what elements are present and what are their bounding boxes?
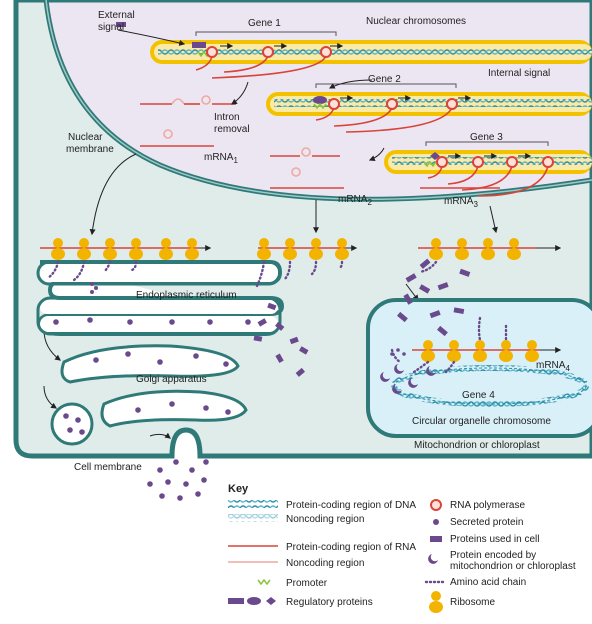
key-regulatory: Regulatory proteins: [286, 597, 373, 608]
er-label: Endoplasmic reticulum: [136, 290, 237, 301]
gene4-label: Gene 4: [462, 390, 495, 401]
key-title: Key: [228, 483, 249, 495]
circular-chromosome-label: Circular organelle chromosome: [412, 416, 551, 427]
mrna-translation-lines: [40, 247, 540, 351]
vesicle: [50, 402, 94, 446]
key: Key Protein-coding region of DNA Noncodi…: [228, 483, 576, 613]
internal-signal-label: Internal signal: [488, 68, 550, 79]
key-regulatory-swatch: [228, 597, 276, 605]
mitochondrion: [366, 298, 592, 438]
pre-mrna-2: [270, 147, 344, 189]
nuclear-membrane-label-2: membrane: [66, 144, 114, 155]
key-ribosome: Ribosome: [450, 597, 495, 608]
golgi-apparatus: [60, 344, 248, 428]
mrna1-label: mRNA1: [204, 152, 238, 165]
nascent-rna: [195, 55, 549, 197]
nuclear-membrane-label-1: Nuclear: [68, 132, 103, 143]
chromosome-3: [384, 150, 592, 174]
key-promoter: Promoter: [286, 578, 328, 589]
pre-mrna-1: [140, 95, 236, 147]
cell-membrane-label: Cell membrane: [74, 462, 142, 473]
key-protein-coding-rna: Protein-coding region of RNA: [286, 542, 416, 553]
external-signal-label-1: External: [98, 10, 135, 21]
key-protein-coding-dna: Protein-coding region of DNA: [286, 500, 416, 511]
key-secreted-swatch: [433, 519, 439, 525]
gene2-label: Gene 2: [368, 74, 401, 85]
key-ribosome-swatch: [429, 591, 443, 613]
key-encoded-swatch: [428, 554, 438, 564]
key-amino-chain: Amino acid chain: [450, 577, 526, 588]
key-dna-swatch: [228, 500, 278, 508]
mrna2-label: mRNA2: [338, 194, 372, 207]
chromosome-1: [150, 40, 592, 64]
intron-removal-label-1: Intron: [214, 112, 240, 123]
secreted-proteins: [53, 282, 251, 501]
intron-removal-label-2: removal: [214, 124, 250, 135]
organelle-proteins: [380, 348, 436, 394]
gene3-label: Gene 3: [470, 132, 503, 143]
amino-acid-chains: [46, 260, 508, 374]
key-secreted: Secreted protein: [450, 517, 523, 528]
chromosome-2: [266, 92, 592, 116]
er-fill: [40, 264, 278, 332]
key-used-in-cell: Proteins used in cell: [450, 534, 540, 545]
gene1-label: Gene 1: [248, 18, 281, 29]
nuclear-chromosomes-label: Nuclear chromosomes: [366, 16, 466, 27]
er-outline: [36, 260, 282, 336]
transcription-arrows: [220, 43, 532, 159]
key-rna-polymerase: RNA polymerase: [450, 500, 525, 511]
key-used-swatch: [430, 536, 442, 542]
mrna4-label: mRNA4: [536, 360, 570, 373]
external-signal-label-2: signal: [98, 22, 124, 33]
mito-label: Mitochondrion or chloroplast: [414, 440, 540, 451]
key-noncoding-dna-swatch: [228, 514, 278, 522]
key-noncoding-rna: Noncoding region: [286, 558, 364, 569]
key-promoter-swatch: [257, 578, 271, 586]
mrna3-label: mRNA3: [444, 196, 478, 209]
regulatory-proteins: [116, 22, 440, 160]
golgi-label: Golgi apparatus: [136, 374, 207, 385]
key-polymerase-swatch: [430, 499, 442, 511]
rna-polymerases: [206, 46, 554, 168]
labels: External signal Gene 1 Nuclear chromosom…: [66, 10, 570, 473]
key-encoded-2: mitochondrion or chloroplast: [450, 561, 576, 572]
cell-proteins: [253, 258, 471, 377]
ribosomes: [51, 238, 539, 362]
key-encoded-1: Protein encoded by: [450, 550, 536, 561]
mrna-arrow-tips: [200, 245, 562, 353]
key-noncoding-dna: Noncoding region: [286, 514, 364, 525]
